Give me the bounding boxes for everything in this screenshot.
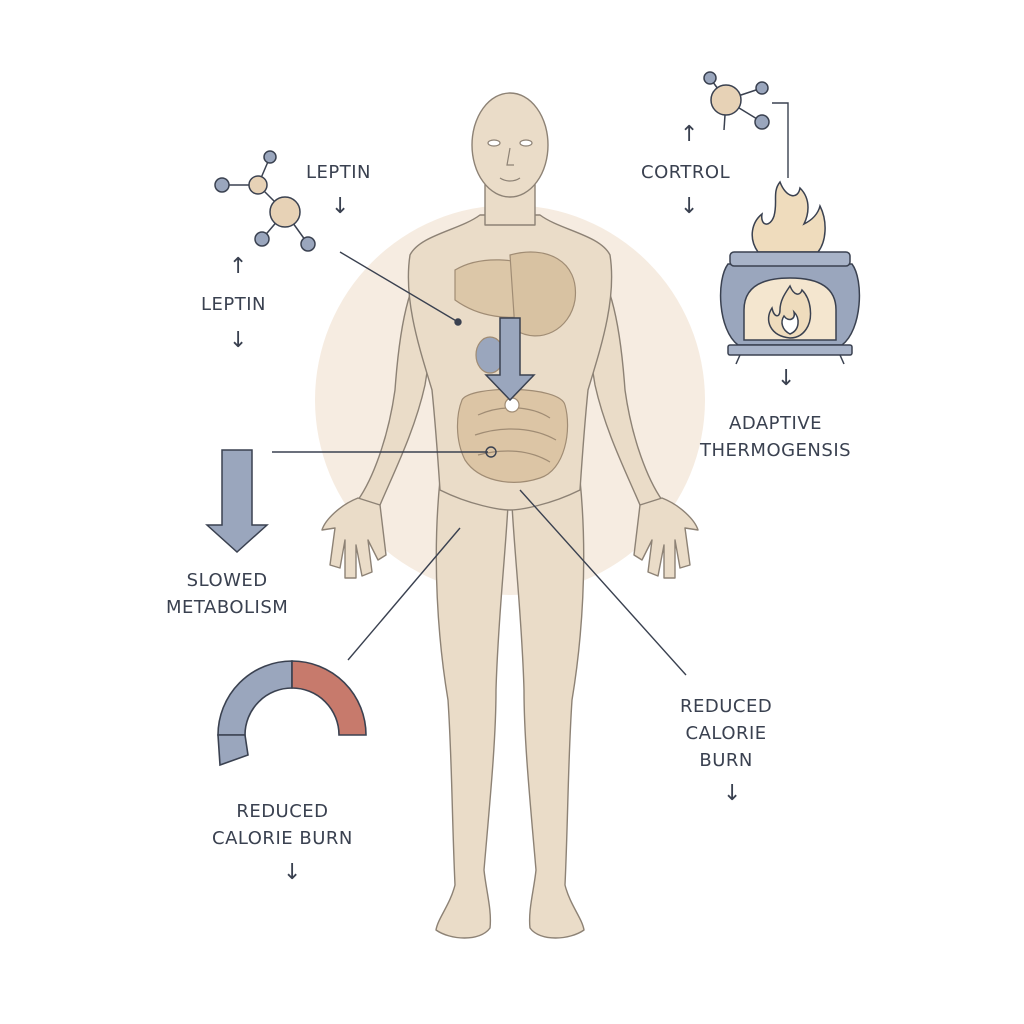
reduced-calorie-burn-left-label: REDUCED CALORIE BURN: [212, 798, 353, 852]
cortrol-down-arrow: ↓: [680, 194, 699, 219]
rcb-right-line3: BURN: [699, 750, 753, 771]
rcb-right-line2: CALORIE: [685, 723, 767, 744]
adaptive-down-arrow: ↓: [777, 366, 796, 391]
slowed-metabolism-arrow: [205, 449, 269, 554]
slowed-line2: METABOLISM: [166, 597, 289, 618]
leptin-left-label: LEPTIN: [201, 291, 266, 318]
cauldron-fire-icon: [719, 180, 861, 365]
rcb-left-line2: CALORIE BURN: [212, 828, 353, 849]
reduced-calorie-burn-right-label: REDUCED CALORIE BURN: [680, 693, 772, 774]
internal-organs: [454, 251, 577, 483]
cortrol-label: CORTROL: [641, 159, 730, 186]
slowed-line1: SLOWED: [186, 570, 268, 591]
gauge-red-segment: [291, 660, 367, 736]
leptin-left-up-arrow: ↑: [229, 254, 248, 279]
leptin-top-text: LEPTIN: [306, 162, 372, 183]
adaptive-line2: THERMOGENSIS: [700, 440, 852, 461]
cortrol-text: CORTROL: [641, 162, 731, 183]
leptin-left-text: LEPTIN: [201, 294, 267, 315]
adaptive-line1: ADAPTIVE: [729, 413, 823, 434]
stomach: [509, 251, 577, 337]
rcb-left-line1: REDUCED: [236, 801, 329, 822]
leptin-left-down-arrow: ↓: [229, 328, 248, 353]
slowed-metabolism-label: SLOWED METABOLISM: [166, 567, 288, 621]
rcb-left-down-arrow: ↓: [283, 860, 302, 885]
leptin-top-down-arrow: ↓: [331, 194, 350, 219]
gauge-blue-segment: [217, 660, 293, 736]
face: [487, 139, 533, 182]
leptin-top-label: LEPTIN: [306, 159, 371, 186]
molecule-right-icon: [703, 71, 770, 131]
gauge-blue-tail: [217, 734, 249, 767]
cortrol-up-arrow: ↑: [680, 122, 699, 147]
rcb-right-down-arrow: ↓: [723, 781, 742, 806]
adaptive-thermogenesis-label: ADAPTIVE THERMOGENSIS: [700, 410, 851, 464]
central-down-arrow: [484, 317, 536, 402]
molecule-left-icon: [214, 150, 316, 252]
leader-lines: [272, 102, 789, 676]
rcb-right-line1: REDUCED: [680, 696, 773, 717]
calorie-gauge: [217, 660, 367, 767]
